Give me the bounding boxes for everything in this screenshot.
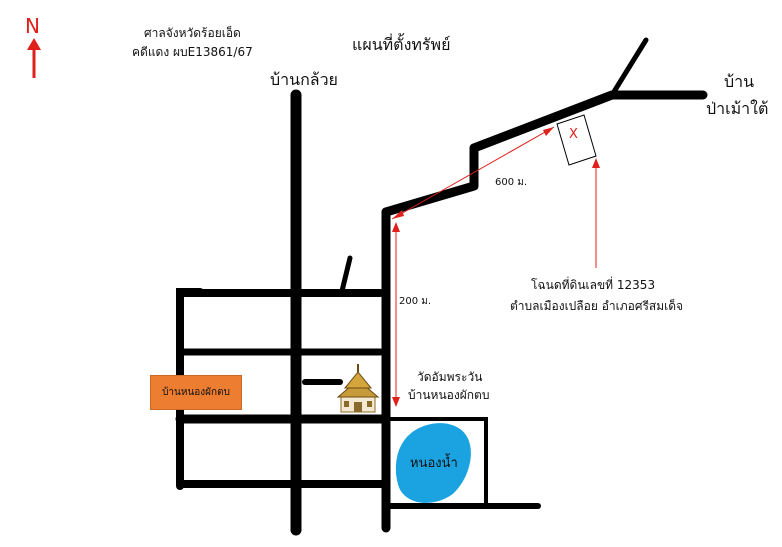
road-stub-diagonal: [339, 255, 353, 294]
pond-shape: [395, 423, 471, 503]
deed-line-1: โฉนดที่ดินเลขที่ 12353: [531, 278, 656, 292]
distance-200-label: 200 ม.: [399, 296, 432, 307]
north-label: N: [25, 14, 40, 38]
road-branch-ne: [609, 37, 649, 98]
temple-name-label: วัดอัมพระวัน: [417, 370, 483, 384]
temple-icon: [336, 364, 380, 413]
road-network: [175, 37, 708, 536]
village-kluai-label: บ้านกล้วย: [270, 70, 338, 89]
plot-rectangle: [556, 114, 597, 166]
distance-arrows: [391, 126, 600, 407]
deed-line-2: ตำบลเมืองเปลือย อำเภอศรีสมเด็จ: [510, 299, 684, 313]
court-line-2: คดีแดง ผบE13861/67: [132, 45, 253, 59]
village-nong-phak-tob-box: บ้านหนองผักตบ: [150, 375, 242, 410]
village-pa-mao-line2: ป่าเม้าใต้: [706, 99, 769, 118]
road-code-label: รอ 2054: [265, 205, 278, 250]
pond-label: หนองน้ำ: [410, 456, 458, 471]
road-pond-loop: [384, 417, 488, 508]
village-pa-mao-line1: บ้าน: [724, 72, 755, 91]
north-arrow-icon: [27, 38, 41, 78]
plot-mark: X: [569, 127, 578, 142]
distance-600-label: 600 ม.: [495, 177, 528, 188]
road-to-pa-mao: [381, 90, 708, 217]
court-line-1: ศาลจังหวัดร้อยเอ็ด: [144, 26, 241, 40]
temple-village-label: บ้านหนองผักตบ: [408, 388, 490, 402]
map-title: แผนที่ตั้งทรัพย์: [352, 35, 451, 54]
